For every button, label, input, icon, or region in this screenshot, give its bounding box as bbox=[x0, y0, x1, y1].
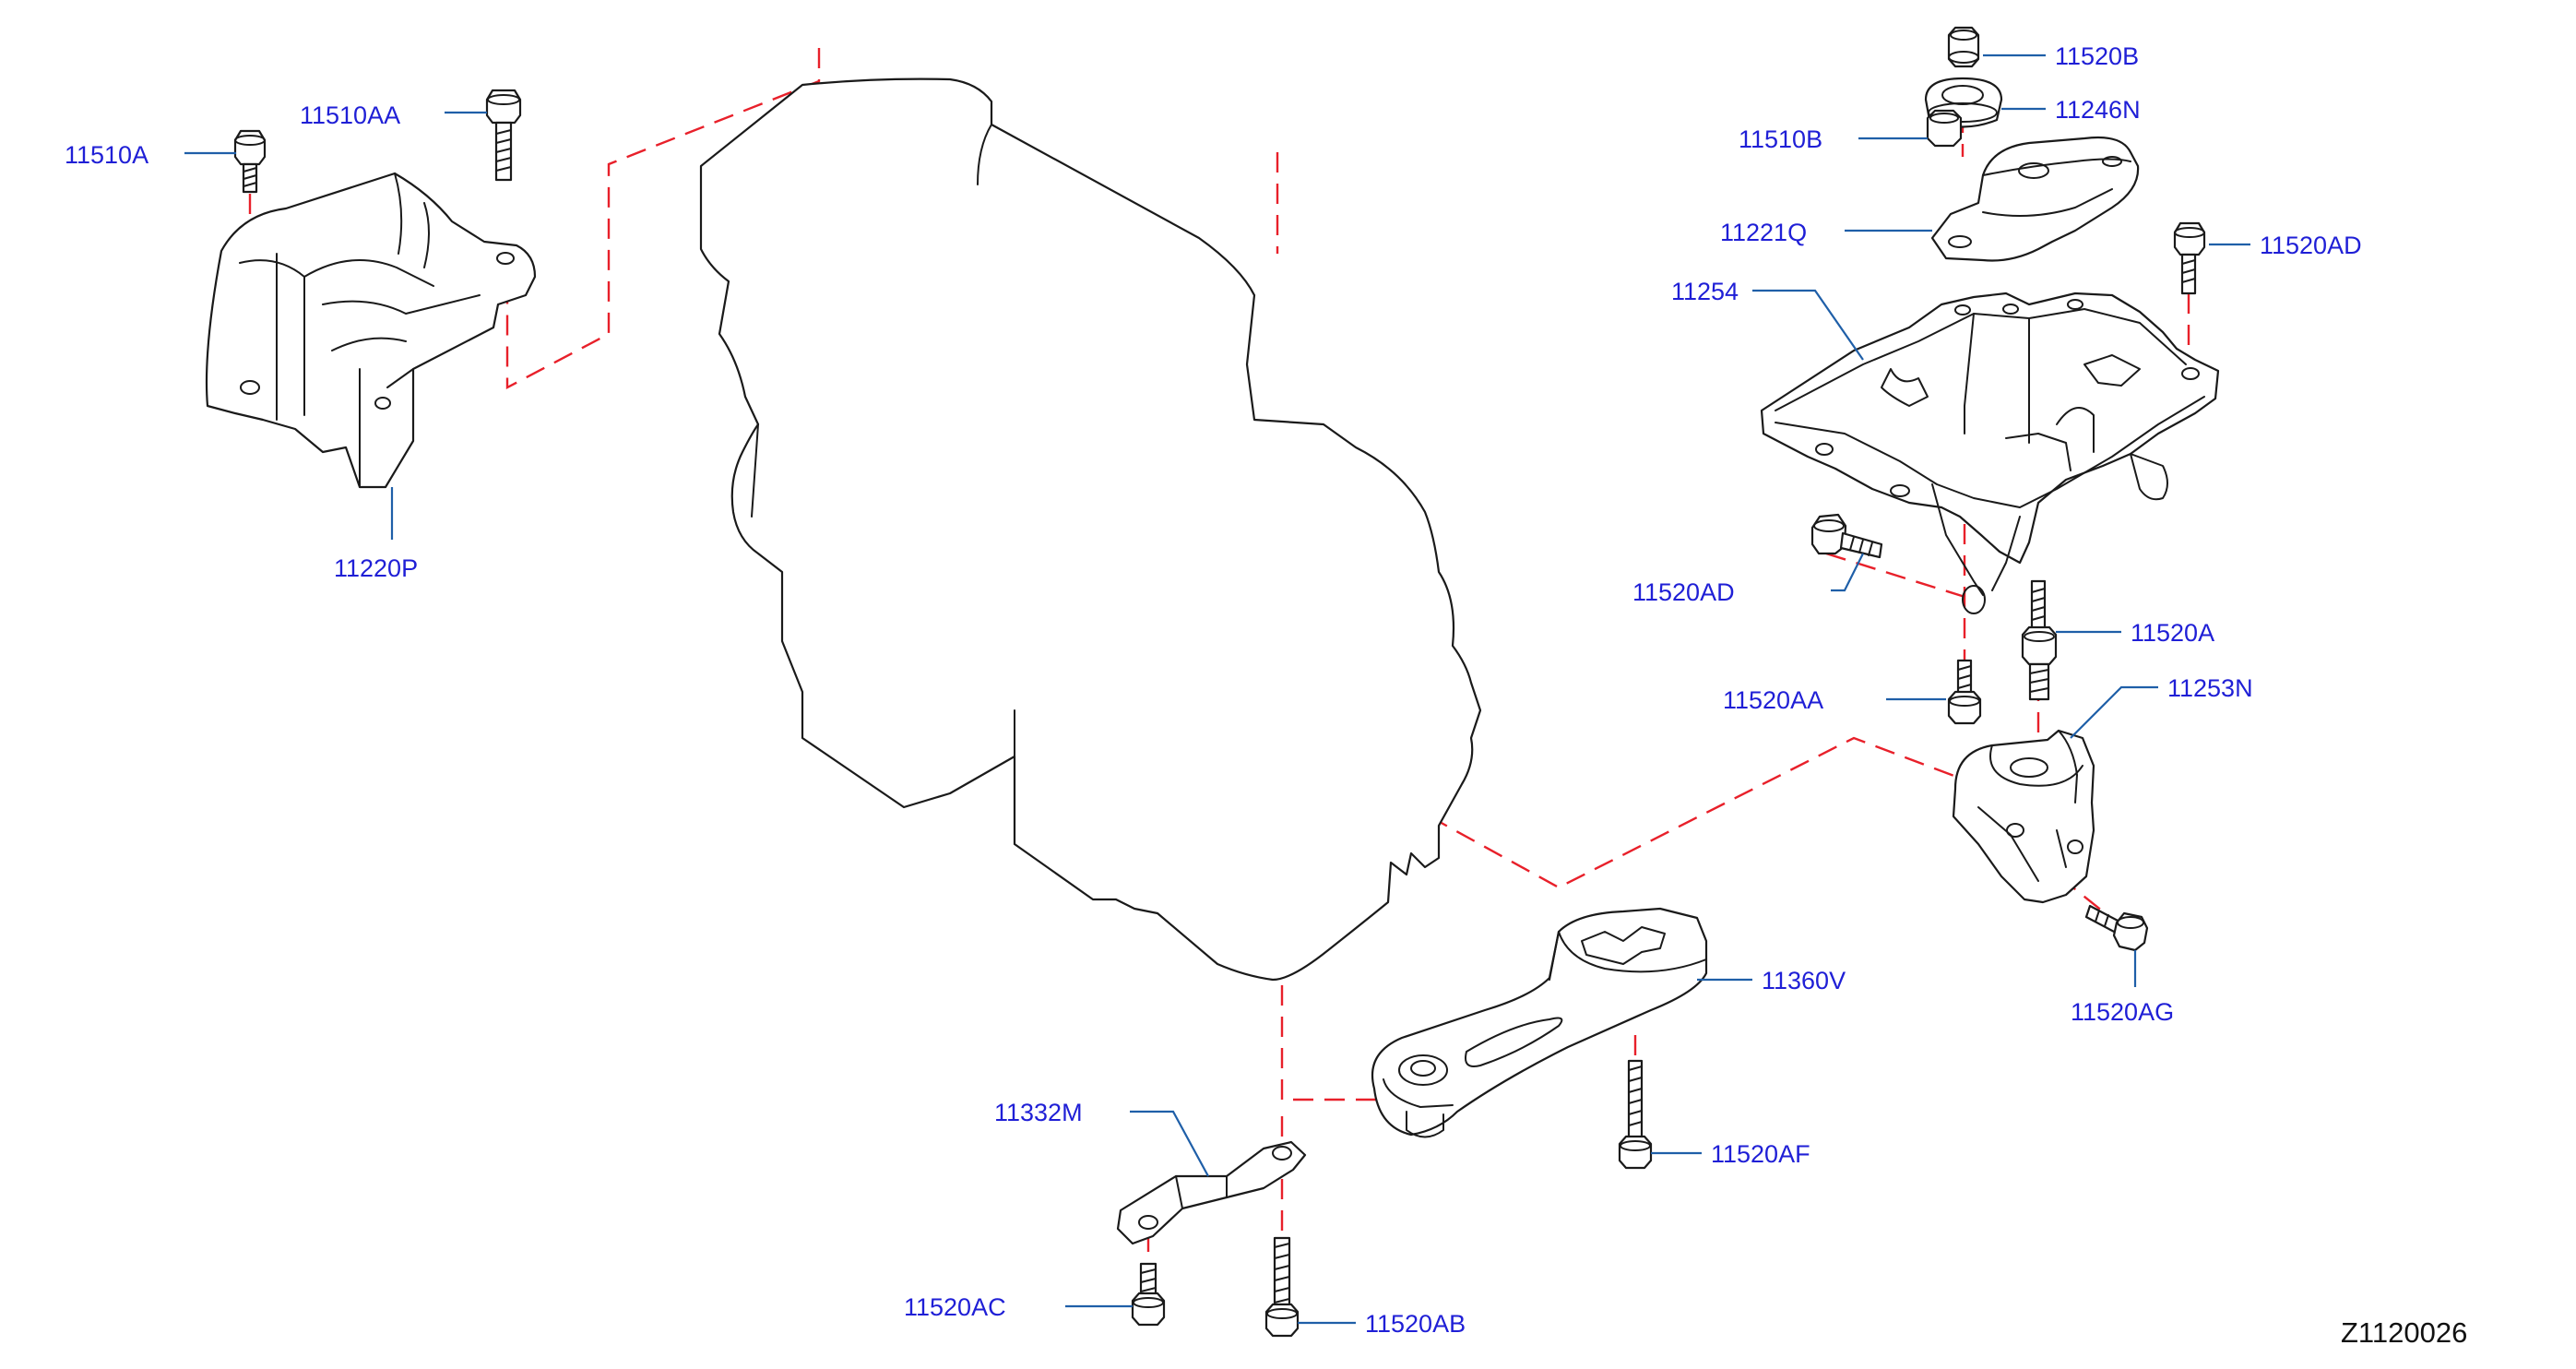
label-11510B: 11510B bbox=[1739, 125, 1822, 153]
engine-mount-11221Q bbox=[1930, 136, 2140, 262]
label-11520AD-left: 11520AD bbox=[1632, 578, 1735, 606]
label-11520AG: 11520AG bbox=[2071, 998, 2174, 1026]
label-11520A: 11520A bbox=[2131, 619, 2214, 647]
bolt-11520AF bbox=[1618, 1059, 1653, 1170]
label-11520AC: 11520AC bbox=[904, 1293, 1006, 1321]
torque-rod-11360V bbox=[1371, 907, 1708, 1138]
engine-mount-11220P bbox=[205, 172, 537, 489]
label-11221Q: 11221Q bbox=[1720, 219, 1807, 246]
leader-lines bbox=[184, 54, 2250, 1325]
engine-block bbox=[699, 77, 1482, 982]
label-11520AB: 11520AB bbox=[1365, 1310, 1466, 1338]
label-11520AD-upper: 11520AD bbox=[2260, 232, 2362, 259]
label-11510A: 11510A bbox=[65, 141, 148, 169]
label-11520B: 11520B bbox=[2055, 42, 2139, 70]
bolt-11520AA bbox=[1947, 659, 1982, 725]
bolt-11520AD-left bbox=[1810, 513, 1883, 559]
bolt-11520AC bbox=[1131, 1262, 1166, 1327]
label-11332M: 11332M bbox=[994, 1099, 1083, 1126]
diagram-reference-code: Z1120026 bbox=[2341, 1316, 2467, 1349]
label-11520AA: 11520AA bbox=[1723, 686, 1823, 714]
label-11253N: 11253N bbox=[2167, 674, 2253, 702]
bracket-11332M bbox=[1116, 1140, 1307, 1245]
bolt-11520AD-upper bbox=[2173, 221, 2206, 295]
bolt-11520AG bbox=[2084, 904, 2149, 952]
stud-bolt-11520A bbox=[2021, 579, 2058, 701]
part-labels: 11510A 11510AA 11220P 11520B 11246N 1151… bbox=[65, 42, 2467, 1349]
engine-mount-11253N bbox=[1952, 729, 2095, 904]
label-11510AA: 11510AA bbox=[300, 101, 400, 129]
bolt-11520AB bbox=[1264, 1236, 1300, 1338]
bolt-11510AA bbox=[485, 89, 522, 182]
label-11220P: 11220P bbox=[334, 554, 418, 582]
nut-11520B bbox=[1947, 26, 1980, 68]
bracket-11254 bbox=[1760, 292, 2220, 614]
label-11246N: 11246N bbox=[2055, 96, 2141, 124]
label-11254: 11254 bbox=[1671, 278, 1739, 305]
nut-11510B bbox=[1926, 109, 1963, 148]
label-11520AF: 11520AF bbox=[1711, 1140, 1810, 1168]
label-11360V: 11360V bbox=[1762, 967, 1846, 994]
bolt-11510A bbox=[233, 129, 267, 194]
